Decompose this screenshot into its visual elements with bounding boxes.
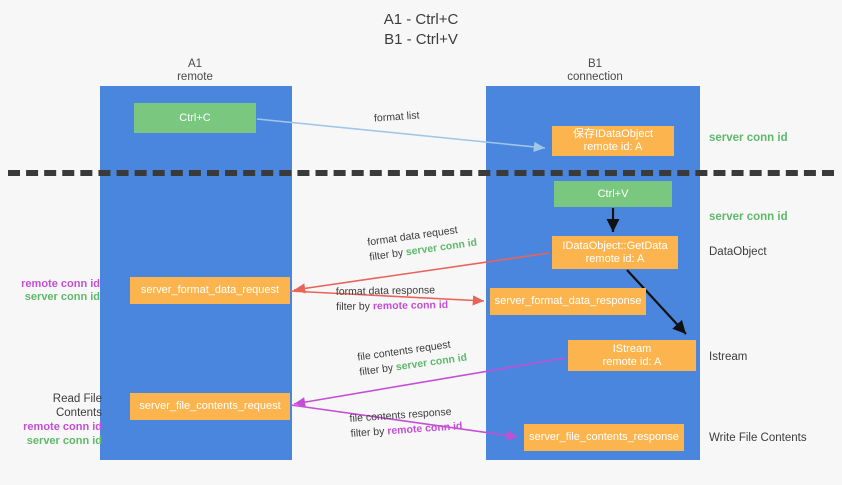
edge-label-format-data-response: format data response filter by remote co…: [336, 283, 449, 315]
filter-value: remote conn id: [372, 299, 449, 313]
edge-label-file-contents-request: file contents request filter by server c…: [356, 336, 468, 381]
column-header-a1: A1 remote: [177, 58, 213, 83]
filter-prefix: filter by: [336, 300, 373, 313]
note-server-conn-id-1: server conn id: [24, 291, 100, 303]
note-conn-ids-upper: remote conn id server conn id: [6, 278, 100, 304]
note-istream: Istream: [709, 351, 748, 363]
node-server-file-contents-response[interactable]: server_file_contents_response: [524, 424, 684, 451]
filter-prefix: filter by: [358, 361, 397, 379]
node-server-file-contents-request[interactable]: server_file_contents_request: [130, 393, 290, 420]
edge-label-format-list-text: format list: [373, 109, 420, 125]
node-istream[interactable]: IStream remote id: A: [568, 340, 696, 371]
edge-label-file-contents-response: file contents response filter by remote …: [349, 404, 463, 442]
filter-prefix: filter by: [350, 425, 388, 440]
note-server-conn-id-2: server conn id: [26, 435, 102, 447]
edge-label-format-list: format list: [374, 108, 420, 126]
note-server-conn-id-top: server conn id: [709, 132, 788, 144]
node-idataobject-getdata[interactable]: IDataObject::GetData remote id: A: [552, 236, 678, 269]
note-write-file-contents: Write File Contents: [709, 432, 807, 444]
filter-value: remote conn id: [386, 420, 463, 438]
note-read-file-contents-group: Read File Contents remote conn id server…: [6, 392, 102, 448]
note-server-conn-id-mid: server conn id: [709, 211, 788, 223]
column-header-b1: B1 connection: [567, 58, 623, 83]
filter-prefix: filter by: [368, 246, 407, 264]
note-dataobject: DataObject: [709, 246, 767, 258]
note-read-file-contents: Read File Contents: [52, 393, 102, 419]
note-remote-conn-id-1: remote conn id: [21, 278, 100, 290]
node-server-format-data-response[interactable]: server_format_data_response: [490, 288, 646, 315]
node-server-format-data-request[interactable]: server_format_data_request: [130, 277, 290, 304]
node-ctrl-v[interactable]: Ctrl+V: [554, 181, 672, 207]
edge-label-format-data-request: format data request filter by server con…: [366, 221, 478, 266]
node-idataobject[interactable]: 保存IDataObject remote id: A: [552, 126, 674, 156]
note-remote-conn-id-2: remote conn id: [23, 421, 102, 433]
page-title: A1 - Ctrl+C B1 - Ctrl+V: [383, 11, 459, 48]
phase-divider: [8, 170, 834, 176]
node-ctrl-c[interactable]: Ctrl+C: [134, 103, 256, 133]
edge-label-format-data-response-filter: filter by remote conn id: [336, 298, 448, 315]
